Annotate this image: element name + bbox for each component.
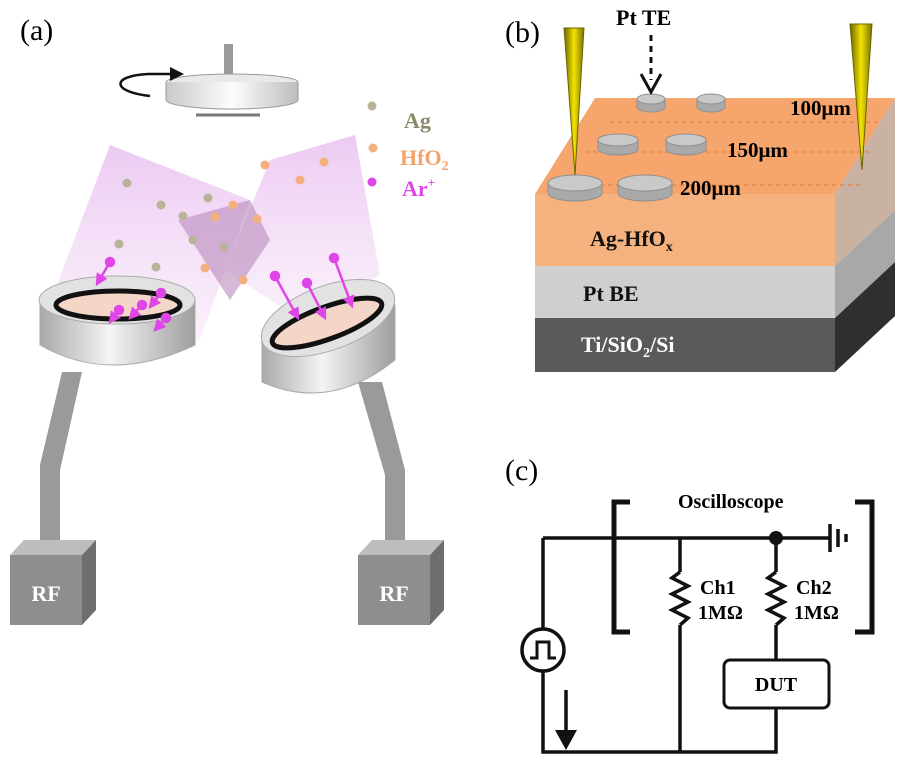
panel-a: (a): [10, 14, 449, 625]
layer-substrate-label: Ti/SiO2/Si: [581, 332, 674, 361]
oscilloscope-bracket-right: [855, 499, 875, 635]
left-probe-icon: [563, 27, 585, 176]
dut-box: DUT: [722, 658, 831, 710]
size-label-200: 200μm: [680, 176, 741, 200]
size-label-150: 150μm: [727, 138, 788, 162]
right-probe-icon: [849, 23, 873, 171]
panel-b: (b) Pt TE: [505, 5, 895, 372]
panel-a-label: (a): [20, 14, 53, 47]
legend-ar-dot: [367, 177, 377, 187]
right-support-arm: [358, 382, 405, 555]
ag-particles: [114, 178, 229, 272]
left-sputter-gun: [38, 275, 196, 366]
ch1-resistor-icon: [668, 570, 692, 627]
ground-icon: [815, 524, 848, 552]
left-rf-box: RF: [10, 540, 96, 625]
oscilloscope-bracket-left: [611, 499, 630, 635]
circuit-wires: [541, 536, 815, 754]
right-sputter-gun: [260, 279, 396, 394]
pt-te-arrow-icon: [639, 73, 663, 96]
pulse-source-icon: [520, 627, 566, 673]
ch2-label: Ch2: [796, 577, 832, 599]
dut-label: DUT: [755, 674, 798, 696]
ch2-resistance-label: 1MΩ: [794, 602, 839, 624]
right-rf-label: RF: [379, 581, 408, 606]
ar-ion-arrows: [95, 252, 355, 332]
right-rf-box: RF: [358, 540, 444, 625]
pt-te-label: Pt TE: [616, 5, 671, 30]
legend-hfo2-label: HfO2: [400, 145, 449, 174]
junction-node: [769, 531, 783, 545]
substrate-holder: [165, 44, 299, 117]
panel-b-label: (b): [505, 16, 540, 49]
panel-c-label: (c): [505, 454, 538, 487]
hfo2-particles: [200, 157, 329, 285]
panel-c: (c) Oscilloscope Ch1 1MΩ Ch2 1MΩ: [505, 454, 875, 754]
ch1-resistance-label: 1MΩ: [698, 602, 743, 624]
ch1-label: Ch1: [700, 577, 736, 599]
right-plasma-plume: [225, 135, 380, 320]
legend-ag-label: Ag: [404, 108, 431, 133]
left-support-arm: [40, 372, 82, 555]
oscilloscope-label: Oscilloscope: [678, 491, 784, 513]
ch2-resistor-icon: [764, 570, 788, 627]
legend: Ag HfO2 Ar+: [367, 101, 449, 201]
legend-ag-dot: [367, 101, 377, 111]
legend-hfo2-dot: [368, 143, 378, 153]
legend-ar-label: Ar+: [402, 175, 435, 201]
size-label-100: 100μm: [790, 96, 851, 120]
top-electrode-pads: [547, 93, 726, 202]
left-rf-label: RF: [31, 581, 60, 606]
rotation-arrow-icon: [119, 72, 175, 98]
layer-pt-be-label: Pt BE: [583, 281, 639, 306]
layer-ag-hfox-label: Ag-HfOx: [590, 226, 673, 255]
